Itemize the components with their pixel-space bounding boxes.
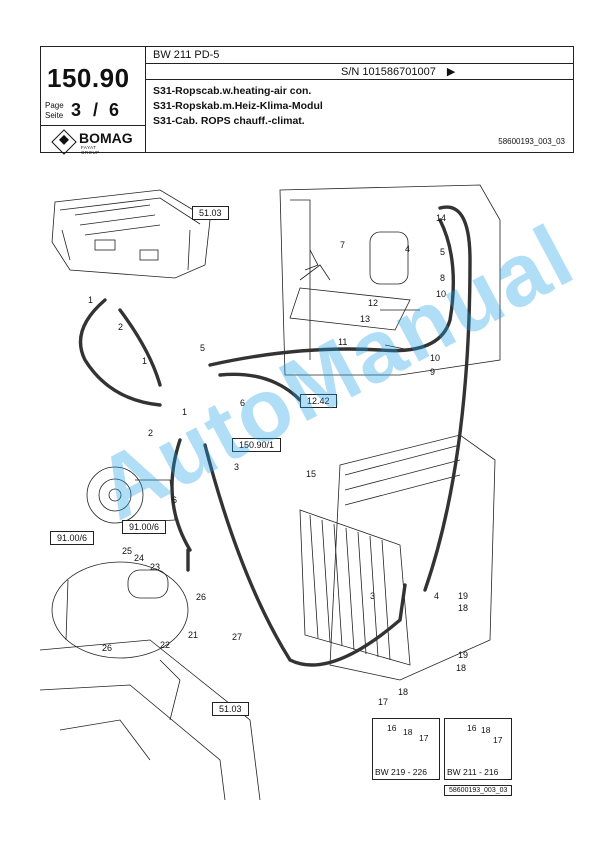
receiver-drier [289, 231, 411, 331]
reference-12-42[interactable]: 12.42 [300, 394, 337, 408]
callout-number: 6 [240, 398, 246, 408]
variant-part: 17 [493, 735, 503, 745]
callout-number: 26 [196, 592, 207, 602]
header-rule [41, 125, 145, 126]
variant-part: 16 [467, 723, 477, 733]
callout-number: 13 [360, 314, 371, 324]
callout-number: 11 [338, 337, 348, 347]
callout-number: 12 [368, 298, 379, 308]
callout-number: 1 [182, 407, 188, 417]
callout-number: 5 [440, 247, 446, 257]
variant-part: 16 [387, 723, 397, 733]
callout-number: 25 [122, 546, 133, 556]
variant-box-bw211: 16 18 17 BW 211 - 216 [444, 718, 512, 780]
callout-number: 8 [440, 273, 446, 283]
variant-label: BW 219 - 226 [375, 767, 427, 777]
serial-number: S/N 101586701007 ▶ [341, 65, 455, 78]
header-rule [145, 63, 573, 64]
callout-number: 15 [306, 469, 317, 479]
callout-number: 18 [456, 663, 467, 673]
drawing-id: 58600193_003_03 [498, 137, 565, 146]
chassis-frame [39, 639, 261, 800]
serial-number-text: S/N 101586701007 [341, 66, 436, 78]
callout-number: 6 [172, 495, 178, 505]
callout-number: 9 [430, 367, 436, 377]
variant-part: 17 [419, 733, 429, 743]
callout-number: 10 [430, 353, 441, 363]
title-en: S31-Ropscab.w.heating-air con. [153, 85, 312, 97]
page-label: Page Seite [45, 101, 64, 120]
callout-number: 2 [148, 428, 154, 438]
callout-number: 18 [398, 687, 409, 697]
reference-91-00-6-detail[interactable]: 91.00/6 [50, 531, 95, 545]
callout-number: 24 [134, 553, 145, 563]
callout-number: 23 [150, 562, 161, 572]
exploded-drawing [39, 184, 501, 800]
header-rule [145, 79, 573, 80]
callout-number: 21 [188, 630, 199, 640]
page-current: 3 [71, 100, 82, 120]
callout-number: 2 [118, 322, 124, 332]
page-number: 150.90 [47, 63, 130, 93]
title-fr: S31-Cab. ROPS chauff.-climat. [153, 115, 305, 127]
filter-detail [51, 561, 189, 659]
callout-number: 1 [142, 356, 148, 366]
callout-number: 18 [458, 603, 469, 613]
page-total: 6 [109, 100, 120, 120]
cab-frame-panel [279, 184, 501, 376]
page-separator: / [93, 100, 99, 120]
callout-number: 22 [160, 640, 171, 650]
reference-91-00-6[interactable]: 91.00/6 [122, 520, 167, 534]
variant-part: 18 [481, 725, 491, 735]
callout-number: 19 [458, 591, 469, 601]
play-arrow-icon: ▶ [446, 66, 456, 78]
callout-number: 17 [378, 697, 389, 707]
reference-51-03[interactable]: 51.03 [192, 206, 229, 220]
logo-brand: BOMAG [79, 130, 133, 146]
callout-number: 4 [434, 591, 440, 601]
footer-drawing-id: 58600193_003_03 [444, 785, 513, 796]
title-de: S31-Ropskab.m.Heiz-Klima-Modul [153, 100, 323, 112]
variant-box-bw219: 16 18 17 BW 219 - 226 [372, 718, 440, 780]
logo-subtitle: FAYAT GROUP [81, 145, 100, 155]
reference-51-03-bottom[interactable]: 51.03 [212, 702, 249, 716]
callout-number: 26 [102, 643, 113, 653]
callout-number: 19 [458, 650, 469, 660]
callout-number: 3 [370, 591, 376, 601]
refrigerant-hoses [78, 205, 472, 667]
header-block: BW 211 PD-5 S/N 101586701007 ▶ 150.90 Pa… [40, 46, 574, 155]
callout-number: 1 [88, 295, 94, 305]
bomag-logo: BOMAG FAYAT GROUP [51, 129, 133, 155]
heater-unit [51, 189, 211, 279]
variant-part: 18 [403, 727, 413, 737]
reference-150-90-1[interactable]: 150.90/1 [232, 438, 282, 452]
header-divider [145, 47, 146, 152]
callout-number: 3 [234, 462, 240, 472]
callout-number: 7 [340, 240, 346, 250]
variant-label: BW 211 - 216 [447, 767, 499, 777]
callout-number: 27 [232, 632, 243, 642]
condenser [329, 434, 496, 681]
radiator-grille [299, 509, 411, 666]
callout-number: 10 [436, 289, 447, 299]
callout-number: 5 [200, 343, 206, 353]
bomag-logo-icon [51, 129, 77, 155]
callout-number: 4 [405, 244, 411, 254]
model-label: BW 211 PD-5 [153, 49, 220, 61]
callout-number: 14 [436, 213, 447, 223]
